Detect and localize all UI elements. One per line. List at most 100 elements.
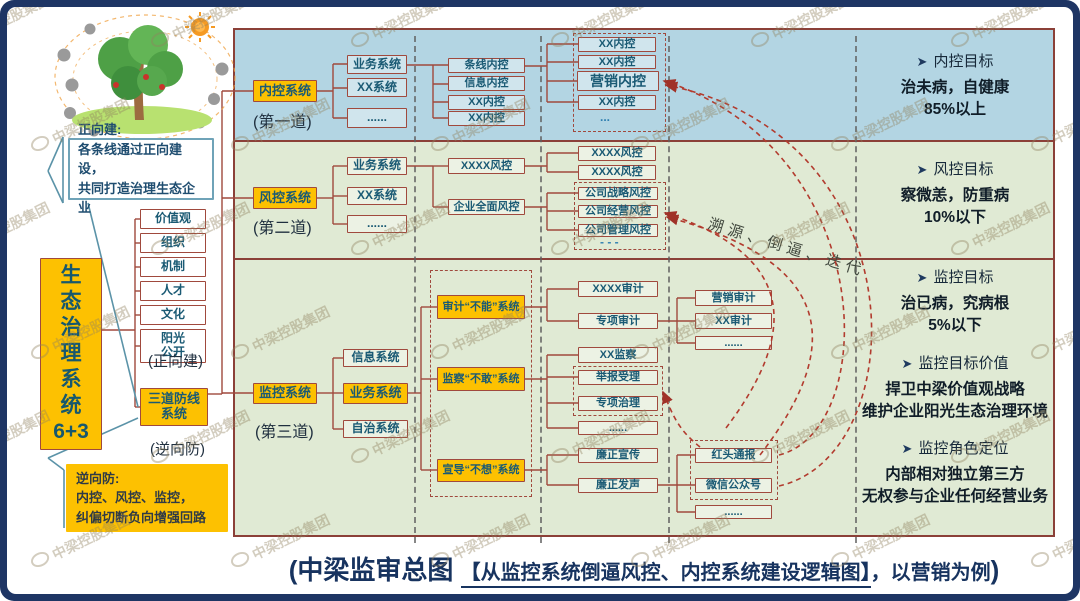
b3-info-system: 信息系统	[343, 349, 408, 367]
special-governance: 专项治理	[578, 396, 658, 411]
goal-title: 监控目标价值	[918, 355, 1009, 372]
b3-more-3: ......	[695, 505, 772, 519]
monitor-goal-value: ➤ 监控目标价值捍卫中梁价值观战略 维护企业阳光生态治理环境	[858, 352, 1052, 423]
b2-enterprise-risk: 企业全面风控	[448, 199, 525, 215]
monitor-goal: ➤ 监控目标治已病，究病根 5%以下	[858, 266, 1052, 337]
b2-dashed-dots: - - -	[600, 235, 619, 249]
title-bracket: 【从监控系统倒逼风控、内控系统建设逻辑图】	[460, 562, 871, 588]
goal-lines: 捍卫中梁价值观战略 维护企业阳光生态治理环境	[861, 381, 1048, 420]
inspect-dare-not-system: 监察“不敢”系统	[437, 367, 525, 391]
three-defense-lines-system: 三道防线 系统	[140, 388, 208, 426]
b1-dashed-xx-control-2: XX内控	[578, 55, 656, 69]
goal-bullet-icon: ➤	[916, 162, 928, 177]
watermark-text: 中梁控股集团	[7, 198, 53, 263]
b2-xx-system: XX系统	[347, 187, 407, 205]
b2-xxxx-risk-r1: XXXX风控	[578, 146, 656, 161]
xxxx-audit: XXXX审计	[578, 281, 658, 297]
goal-lines: 内部相对独立第三方 无权参与企业任何经营业务	[861, 466, 1048, 505]
positive-build-tag: (正向建)	[148, 353, 203, 370]
b1-dashed-dots: ...	[600, 110, 611, 124]
goal-lines: 治未病，自健康 85%以上	[900, 79, 1010, 118]
b1-dashed-xx-control-3: XX内控	[578, 95, 656, 110]
integrity-voice: 廉正发声	[578, 478, 658, 493]
audit-cannot-system: 审计“不能”系统	[437, 295, 525, 319]
inner-control-goal: ➤ 内控目标治未病，自健康 85%以上	[858, 50, 1052, 121]
band-risk-control	[235, 142, 1053, 260]
b2-xxxx-risk: XXXX风控	[448, 158, 525, 174]
inner-control-system: 内控系统	[253, 80, 317, 102]
goal-title: 监控目标	[933, 269, 994, 286]
special-audit: 专项审计	[578, 313, 658, 329]
band-inner-control	[235, 30, 1053, 142]
goal-lines: 治已病，究病根 5%以下	[900, 295, 1010, 334]
negative-defense-note: 逆向防: 内控、风控、监控， 纠偏切断负向增强回路	[66, 464, 228, 532]
watermark-logo-icon	[148, 29, 172, 50]
report-acceptance: 举报受理	[578, 370, 658, 385]
b1-more-system: ......	[347, 108, 407, 128]
column-separator-1	[414, 36, 416, 543]
sun-icon	[185, 12, 215, 42]
elem-organization: 组织	[140, 233, 206, 253]
integrity-promotion: 廉正宣传	[578, 448, 658, 463]
elem-values: 价值观	[140, 209, 206, 229]
b1-dashed-xx-control-1: XX内控	[578, 37, 656, 52]
column-separator-3	[668, 36, 670, 543]
advocate-not-want-system: 宣导“不想”系统	[437, 459, 525, 482]
first-line-tag: (第一道)	[253, 114, 312, 131]
xx-audit: XX审计	[695, 313, 772, 329]
elem-talent: 人才	[140, 281, 206, 301]
third-line-tag: (第三道)	[255, 424, 314, 441]
watermark-label: 中梁控股集团	[7, 199, 53, 251]
red-head-notice: 红头通报	[695, 448, 772, 463]
xx-inspect: XX监察	[578, 347, 658, 363]
b3-dashed-group-systems	[430, 270, 532, 497]
marketing-inner-control: 营销内控	[577, 71, 659, 91]
title-close-paren: )	[990, 555, 1000, 585]
positive-build-note: 正向建: 各条线通过正向建设， 共同打造治理生态企业	[68, 122, 214, 215]
goal-bullet-icon: ➤	[901, 356, 913, 371]
elem-sunshine-open: 阳光 公开	[140, 329, 206, 363]
b2-business-system: 业务系统	[347, 157, 407, 175]
b1-line-control: 条线内控	[448, 58, 525, 73]
b1-xx-control-1: XX内控	[448, 95, 525, 110]
negative-defense-tag: (逆向防)	[150, 441, 205, 458]
b3-more-2: ......	[695, 336, 772, 350]
slide-title: (中梁监审总图 【从监控系统倒逼风控、内控系统建设逻辑图】，以营销为例)	[233, 550, 1055, 588]
b3-business-system: 业务系统	[343, 383, 408, 404]
monitor-system: 监控系统	[253, 383, 317, 404]
b2-more-system: ......	[347, 215, 407, 233]
column-separator-4	[855, 36, 857, 543]
watermark-logo-icon	[28, 133, 52, 154]
watermark-logo-icon	[28, 549, 52, 570]
risk-control-system: 风控系统	[253, 187, 317, 209]
b1-xx-control-2: XX内控	[448, 111, 525, 126]
title-suffix: ，以营销为例	[870, 562, 991, 584]
elem-mechanism: 机制	[140, 257, 206, 277]
column-separator-2	[540, 36, 542, 543]
eco-governance-system: 生 态 治 理 系 统 6+3	[40, 258, 102, 450]
b1-info-control: 信息内控	[448, 76, 525, 91]
second-line-tag: (第二道)	[253, 220, 312, 237]
company-operation-risk: 公司经营风控	[578, 205, 658, 218]
goal-bullet-icon: ➤	[901, 441, 913, 456]
goal-title: 风控目标	[933, 161, 994, 178]
goal-lines: 察微恙，防重病 10%以下	[900, 187, 1010, 226]
goal-bullet-icon: ➤	[916, 54, 928, 69]
b3-more-1: ......	[578, 421, 658, 435]
wechat-official-account: 微信公众号	[695, 478, 772, 493]
risk-control-goal: ➤ 风控目标察微恙，防重病 10%以下	[858, 158, 1052, 229]
b1-xx-system: XX系统	[347, 78, 407, 97]
goal-bullet-icon: ➤	[916, 270, 928, 285]
b3-auto-system: 自治系统	[343, 420, 408, 438]
goal-title: 内控目标	[933, 53, 994, 70]
b2-xxxx-risk-r2: XXXX风控	[578, 165, 656, 180]
monitor-role-position: ➤ 监控角色定位内部相对独立第三方 无权参与企业任何经营业务	[858, 437, 1052, 508]
b1-business-system: 业务系统	[347, 55, 407, 74]
goal-title: 监控角色定位	[918, 440, 1009, 457]
watermark-text: 中梁控股集团	[7, 7, 53, 54]
tree-icon	[72, 25, 212, 134]
company-strategy-risk: 公司战略风控	[578, 187, 658, 200]
watermark-label: 中梁控股集团	[7, 7, 53, 43]
